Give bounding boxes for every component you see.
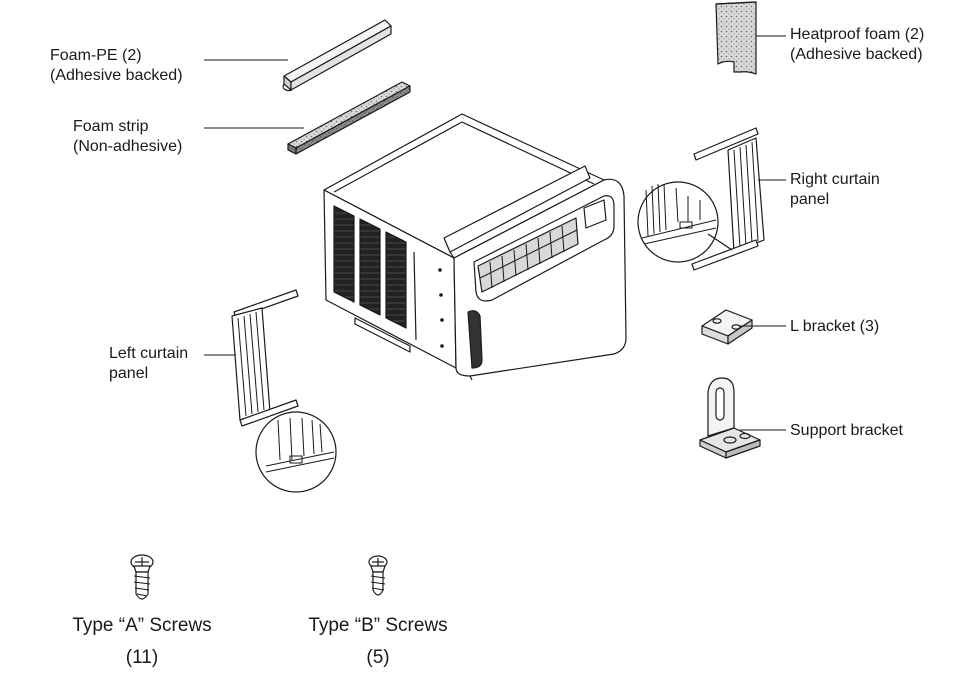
left-curtain-label-line1: Left curtain <box>109 345 189 362</box>
foam-pe-icon <box>282 19 392 92</box>
foam-pe-label: Foam-PE (2) (Adhesive backed) <box>50 46 183 86</box>
heatproof-foam-label-line2: (Adhesive backed) <box>790 46 923 63</box>
l-bracket-label: L bracket (3) <box>790 318 880 335</box>
type-a-screws-name: Type “A” Screws <box>72 615 212 636</box>
foam-strip-label-line2: (Non-adhesive) <box>73 138 183 155</box>
right-curtain-label-line1: Right curtain <box>790 171 880 188</box>
foam-strip-label-line1: Foam strip <box>73 118 149 135</box>
type-a-screws-caption: Type “A” Screws (11) <box>42 614 242 670</box>
right-curtain-label-line2: panel <box>790 191 830 208</box>
heatproof-foam-icon <box>715 1 757 75</box>
type-a-screw-icon <box>130 554 154 600</box>
type-b-screws-name: Type “B” Screws <box>308 615 448 636</box>
left-curtain-label-line2: panel <box>109 365 149 382</box>
foam-pe-label-line2: (Adhesive backed) <box>50 67 183 84</box>
air-conditioner-unit-icon <box>323 113 627 381</box>
type-b-screws-caption: Type “B” Screws (5) <box>278 614 478 670</box>
type-b-screws-count: (5) <box>366 647 390 668</box>
left-curtain-panel-icon <box>231 289 337 493</box>
type-a-screws-count: (11) <box>125 647 159 668</box>
leader-lines <box>204 35 786 431</box>
l-bracket-icon <box>701 309 753 345</box>
support-bracket-icon <box>699 377 761 459</box>
support-bracket-label: Support bracket <box>790 422 903 439</box>
heatproof-foam-label-line1: Heatproof foam (2) <box>790 26 925 43</box>
right-curtain-label: Right curtain panel <box>790 170 880 210</box>
type-b-screw-icon <box>368 555 388 596</box>
foam-strip-icon <box>287 81 411 155</box>
foam-strip-label: Foam strip (Non-adhesive) <box>73 117 182 157</box>
left-curtain-label: Left curtain panel <box>109 344 188 384</box>
heatproof-foam-label: Heatproof foam (2) (Adhesive backed) <box>790 25 924 65</box>
foam-pe-label-line1: Foam-PE (2) <box>50 47 142 64</box>
right-curtain-panel-icon <box>637 127 765 271</box>
